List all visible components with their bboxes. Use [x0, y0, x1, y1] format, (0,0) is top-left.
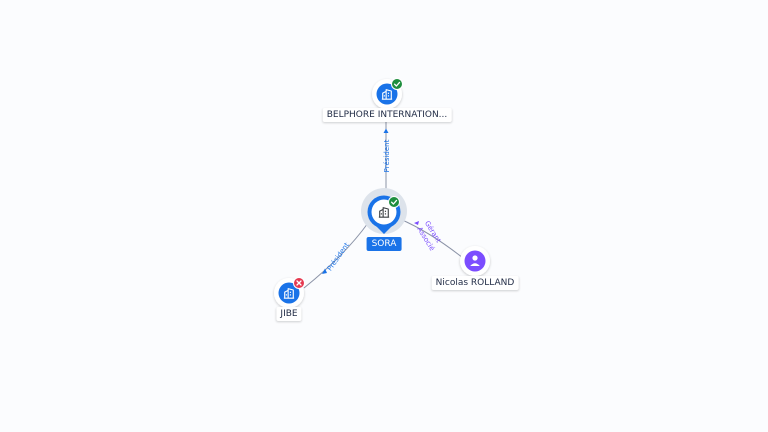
node-sora[interactable] [361, 188, 407, 234]
status-closed-badge [293, 277, 305, 289]
edge-arrow [414, 221, 419, 225]
node-belphore[interactable] [372, 78, 403, 110]
node-label-nicolas[interactable]: Nicolas ROLLAND [431, 276, 519, 290]
node-nicolas[interactable] [460, 246, 490, 276]
company-node-circle [376, 83, 398, 105]
edge-jibe-sora: Président [303, 222, 369, 289]
status-active-badge [388, 196, 400, 208]
status-active-badge [391, 78, 403, 90]
node-label-jibe[interactable]: JIBE [276, 307, 302, 321]
edge-belphore-sora: Président [383, 110, 391, 197]
edge-label: Président [326, 241, 351, 273]
node-label-belphore[interactable]: BELPHORE INTERNATION... [322, 108, 452, 122]
edge-line [399, 218, 464, 259]
edge-nicolas-sora: Gérant Associé [399, 218, 464, 259]
edge-label: Président [383, 139, 391, 172]
person-node-circle [464, 250, 486, 272]
node-jibe[interactable] [274, 277, 305, 309]
node-label-sora[interactable]: SORA [366, 237, 402, 251]
edge-arrow [383, 128, 389, 133]
edge-arrow [322, 268, 327, 274]
edge-line [303, 222, 369, 289]
person-icon [470, 255, 480, 266]
company-node-circle [278, 282, 300, 304]
